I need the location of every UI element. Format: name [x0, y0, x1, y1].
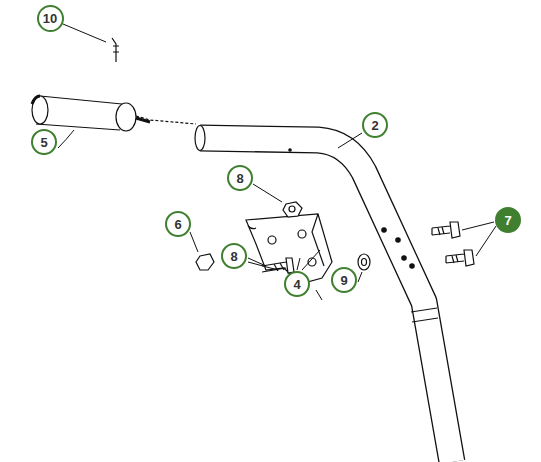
- callout-circle: 8: [227, 165, 253, 191]
- callout-circle: 9: [331, 267, 357, 293]
- nut: [196, 254, 214, 270]
- callout-number: 8: [230, 250, 237, 263]
- leader-lines: [58, 24, 496, 300]
- handle-tube-inner: [200, 138, 452, 462]
- grip: [36, 96, 122, 130]
- callout-circle: 5: [31, 129, 57, 155]
- bolt: [432, 222, 460, 238]
- callout-circle: 10: [37, 5, 64, 32]
- callout-number: 8: [236, 172, 243, 185]
- callout-circle: 6: [165, 211, 191, 237]
- nut: [283, 202, 302, 217]
- handle-tube: [200, 138, 452, 462]
- callout-number: 9: [340, 274, 347, 287]
- bolt: [262, 258, 294, 273]
- callout-number: 6: [174, 218, 181, 231]
- washer: [358, 254, 370, 270]
- callout-circle: 8: [221, 243, 247, 269]
- callout-circle: 4: [284, 271, 310, 297]
- callout-circle: 7: [495, 207, 521, 233]
- cable-tie: [112, 38, 119, 62]
- callout-number: 4: [293, 278, 300, 291]
- callout-number: 2: [371, 119, 378, 132]
- callout-number: 5: [40, 136, 47, 149]
- callout-circle: 2: [362, 112, 388, 138]
- callout-number: 7: [504, 214, 511, 227]
- callout-number: 10: [43, 12, 57, 25]
